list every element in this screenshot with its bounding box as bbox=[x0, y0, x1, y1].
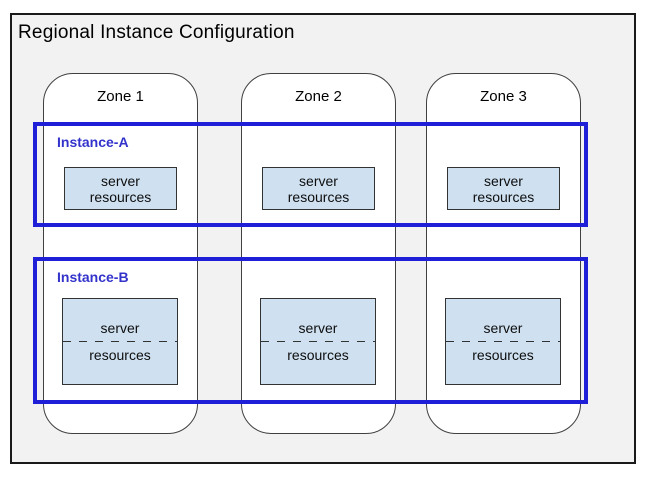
resource-label-line2: resources bbox=[472, 188, 535, 205]
resource-label-line1: server bbox=[483, 320, 523, 336]
resource-label-line1: server bbox=[100, 320, 140, 336]
instance-a-label: Instance-A bbox=[57, 134, 129, 150]
resource-label-line1: server bbox=[299, 172, 338, 189]
dashed-divider bbox=[63, 341, 177, 342]
resource-box-b-zone1: server resources bbox=[62, 298, 178, 385]
dashed-divider bbox=[446, 341, 560, 342]
instance-b-label: Instance-B bbox=[57, 269, 129, 285]
resource-label-line2: resources bbox=[89, 347, 151, 363]
resource-label-line1: server bbox=[298, 320, 338, 336]
instance-b-outline: Instance-B bbox=[33, 257, 588, 404]
resource-label-line2: resources bbox=[287, 188, 350, 205]
zone-label: Zone 1 bbox=[97, 88, 144, 105]
resource-box-a-zone1: server resources bbox=[64, 167, 177, 210]
resource-box-b-zone3: server resources bbox=[445, 298, 561, 385]
resource-label-line1: server bbox=[101, 172, 140, 189]
resource-box-a-zone2: server resources bbox=[262, 167, 375, 210]
resource-box-b-zone2: server resources bbox=[260, 298, 376, 385]
resource-box-a-zone3: server resources bbox=[447, 167, 560, 210]
diagram-title: Regional Instance Configuration bbox=[18, 22, 295, 43]
resource-label-line1: server bbox=[484, 172, 523, 189]
resource-label-line2: resources bbox=[89, 188, 152, 205]
zone-label: Zone 3 bbox=[480, 88, 527, 105]
dashed-divider bbox=[261, 341, 375, 342]
instance-a-outline: Instance-A bbox=[33, 122, 588, 227]
resource-label-line2: resources bbox=[472, 347, 534, 363]
zone-label: Zone 2 bbox=[295, 88, 342, 105]
resource-label-line2: resources bbox=[287, 347, 349, 363]
